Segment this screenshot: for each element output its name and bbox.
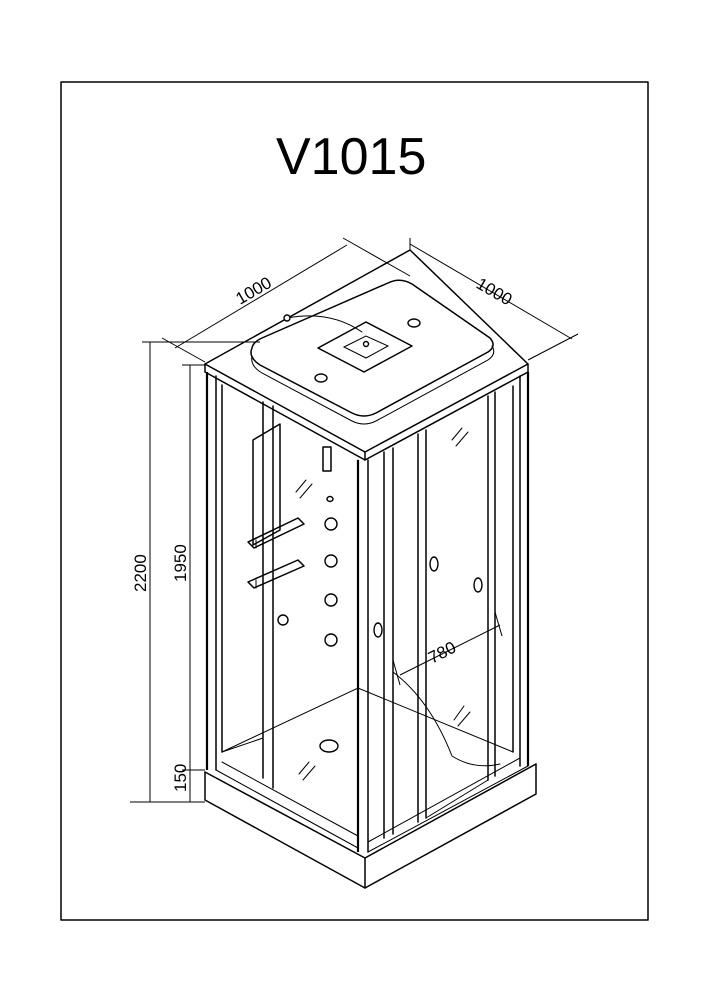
dim-label-width-right: 1000 xyxy=(473,274,515,309)
dim-label-total-height: 2200 xyxy=(131,554,150,592)
body-jets xyxy=(277,495,338,647)
dim-label-cabin-height: 1950 xyxy=(171,544,190,582)
shelves xyxy=(247,517,305,589)
dimension-cabin-height: 1950 xyxy=(171,364,205,771)
glass-reflections xyxy=(295,427,471,781)
dim-label-tray-height: 150 xyxy=(171,764,190,792)
left-glass-panels xyxy=(215,401,359,849)
sliding-doors xyxy=(367,391,529,853)
cabin-frame xyxy=(205,372,530,853)
model-title: V1015 xyxy=(276,128,426,186)
dim-label-door-opening: 780 xyxy=(425,638,459,668)
drawing-border xyxy=(60,81,649,921)
dim-label-width-left: 1000 xyxy=(233,273,275,308)
dimension-tray-height: 150 xyxy=(171,764,191,802)
roof xyxy=(204,249,529,461)
dimension-width-right: 1000 xyxy=(409,238,579,361)
back-column xyxy=(221,423,514,753)
dimension-total-height: 2200 xyxy=(130,341,260,803)
dimension-width-left: 1000 xyxy=(161,237,411,363)
dimension-door-opening: 780 xyxy=(392,611,503,686)
shower-tray xyxy=(204,671,537,889)
door-handles xyxy=(373,556,483,638)
